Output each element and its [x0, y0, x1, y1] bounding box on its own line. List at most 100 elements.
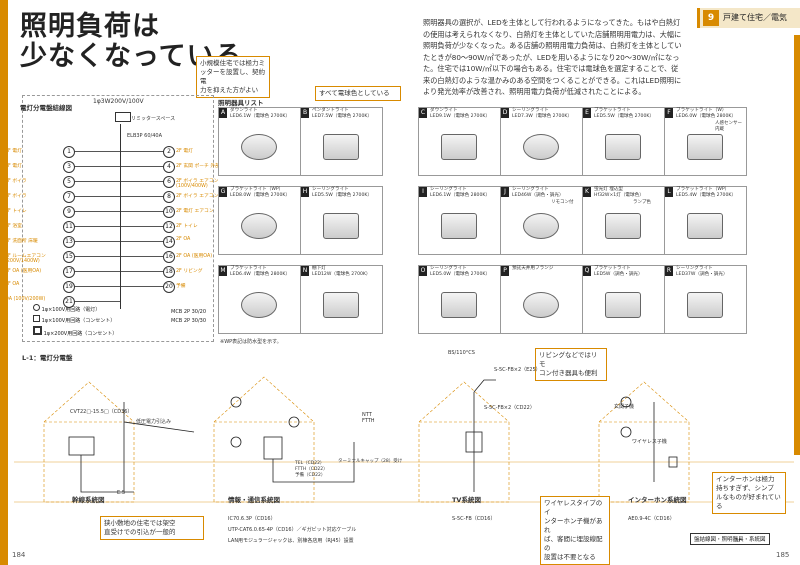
- fixture-name: シーリングライト LED5.5W（電球色 2700K）: [312, 187, 372, 198]
- title-line-1: 照明負荷は: [20, 11, 160, 42]
- circuit-number: 7: [63, 191, 75, 203]
- circuit-wire: [75, 301, 120, 302]
- fixture-name: 蛍光灯 埋込型 Hf32W×1灯（電球色）: [594, 187, 644, 198]
- fixture-name: ブラケットライト LED5.5W（電球色 2700K）: [594, 108, 654, 119]
- diagram-caption-tv: TV系統図: [452, 496, 481, 504]
- circuit-label: 1F OA (医用OA): [5, 269, 42, 274]
- diagram-caption-intercom: インターホン系統図: [628, 496, 687, 504]
- right-accent-stripe: [794, 35, 800, 455]
- callout-overhead: 狭小敷地の住宅では架空 直受けでの引込が一般的: [100, 516, 204, 540]
- fixture-name: ブラケットライト LED5W（調色・調光）: [594, 266, 643, 277]
- circuit-wire: [75, 181, 120, 182]
- fixture-name: ブラケットライト LED6.4W（電球色 2800K）: [230, 266, 290, 277]
- circuit-wire: [75, 226, 120, 227]
- meter-box: [115, 112, 131, 122]
- panel-diagram: 電灯分電盤結線図 1φ3W200V/100V リミッタースペース ELB3P 6…: [5, 95, 220, 342]
- fixture-name: ブラケットライト（WP） LED5.4W（電球色 2700K）: [676, 187, 736, 198]
- circuit-wire: [121, 286, 163, 287]
- fixture-illustration: [241, 292, 277, 318]
- circuit-number: 15: [63, 251, 75, 263]
- circuit-label: 1F 電灯: [5, 149, 22, 154]
- fixture-illustration: [441, 134, 477, 160]
- fixture-note: ランプ色: [633, 200, 651, 205]
- circuit-wire: [75, 241, 120, 242]
- meter-label: リミッタースペース: [131, 116, 176, 122]
- fixture-illustration: [605, 134, 641, 160]
- circuit-wire: [121, 196, 163, 197]
- circuit-number: 11: [63, 221, 75, 233]
- fixture-name: ペンダントライト LED7.5W（電球色 2700K）: [312, 108, 372, 119]
- circuit-number: 20: [163, 281, 175, 293]
- circuit-label: 2F 電灯 エアコン: [176, 209, 214, 214]
- fixture-id: M: [219, 266, 227, 276]
- circuit-number: 6: [163, 176, 175, 188]
- circuit-wire: [121, 256, 163, 257]
- fixture-illustration: [323, 292, 359, 318]
- fixture-name: シーリングライト LED37W（調色・調光）: [676, 266, 728, 277]
- circuit-number: 21: [63, 296, 75, 308]
- legend-item-1: 1φ×100V用回路（電灯）: [41, 307, 101, 313]
- fixture-illustration: [241, 134, 277, 160]
- callout-intercom: インターホンは極力 持ちすぎず、シンプ ルなものが好まれている: [712, 472, 786, 514]
- circuit-wire: [121, 241, 163, 242]
- circuit-number: 12: [163, 221, 175, 233]
- circuit-label: 1F ボイラ: [5, 179, 27, 184]
- door-label: 玄関子機: [614, 404, 635, 410]
- circuit-number: 17: [63, 266, 75, 278]
- circuit-label: 予備: [176, 284, 186, 289]
- bs-label: BS/110°CS: [448, 350, 475, 356]
- terminal-label: ターミナルキャップ（28）受け: [338, 459, 403, 464]
- callout-remote: リビングなどではリモ コン付き器具も便利: [535, 348, 607, 381]
- l1-label: L-1：電灯分電盤: [22, 354, 73, 362]
- circuit-number: 5: [63, 176, 75, 188]
- circuit-label: 1F OA: [5, 282, 20, 287]
- fixture-illustration: [441, 213, 477, 239]
- comm-note-2: UTP-CAT6.0.65-4P（CD16）／ギガビット対応ケーブル: [228, 527, 357, 533]
- cvt-label: CVT22□-15.5□（CD36）: [70, 409, 133, 415]
- circuit-label: 2F ボイラ エアコン (100V/400W): [176, 179, 219, 189]
- fixture-id: F: [665, 108, 673, 118]
- circuit-wire: [121, 226, 163, 227]
- circuit-wire: [75, 286, 120, 287]
- fixture-name: 棚下灯 LED12W（電球色 2700K）: [312, 266, 371, 277]
- fixture-note: リモコン付: [551, 200, 574, 205]
- fixture-illustration: [687, 213, 723, 239]
- fixture-name: ダウンライト LED9.1W（電球色 2700K）: [430, 108, 490, 119]
- fixture-id: I: [419, 187, 427, 197]
- fixture-id: C: [419, 108, 427, 118]
- fixture-id: D: [501, 108, 509, 118]
- bus-line: [120, 124, 121, 309]
- mcb-item-1: MCB 2P 30/20: [171, 309, 207, 315]
- es-label: E.S: [117, 490, 125, 496]
- circuit-wire: [75, 211, 120, 212]
- fixture-illustration: [605, 213, 641, 239]
- comm-lan-note: LAN用モジュラージャックは、別棟各店用（RJ45）設置: [228, 538, 354, 544]
- footer-tag: 盤結線図・照明器具・系統図: [690, 533, 770, 545]
- callout-warm-color: すべて電球色としている: [315, 86, 401, 101]
- mcb-legend: MCB 2P 30/20 MCB 2P 30/30: [171, 308, 206, 326]
- circuit-wire: [75, 166, 120, 167]
- fixture-illustration: [523, 213, 559, 239]
- circuit-label: 2F トイレ: [176, 224, 198, 229]
- fixture-id: R: [665, 266, 673, 276]
- wp-note: ※WP表記は防水型を示す。: [220, 339, 282, 345]
- fixture-id: A: [219, 108, 227, 118]
- circuit-number: 13: [63, 236, 75, 248]
- fixture-id: H: [301, 187, 309, 197]
- left-accent-stripe: [0, 0, 8, 565]
- floor-label-1: RF: [735, 538, 742, 544]
- circuit-number: 1: [63, 146, 75, 158]
- circuit-label: 2F 電灯: [176, 149, 193, 154]
- circuit-number: 16: [163, 251, 175, 263]
- circuit-wire: [75, 196, 120, 197]
